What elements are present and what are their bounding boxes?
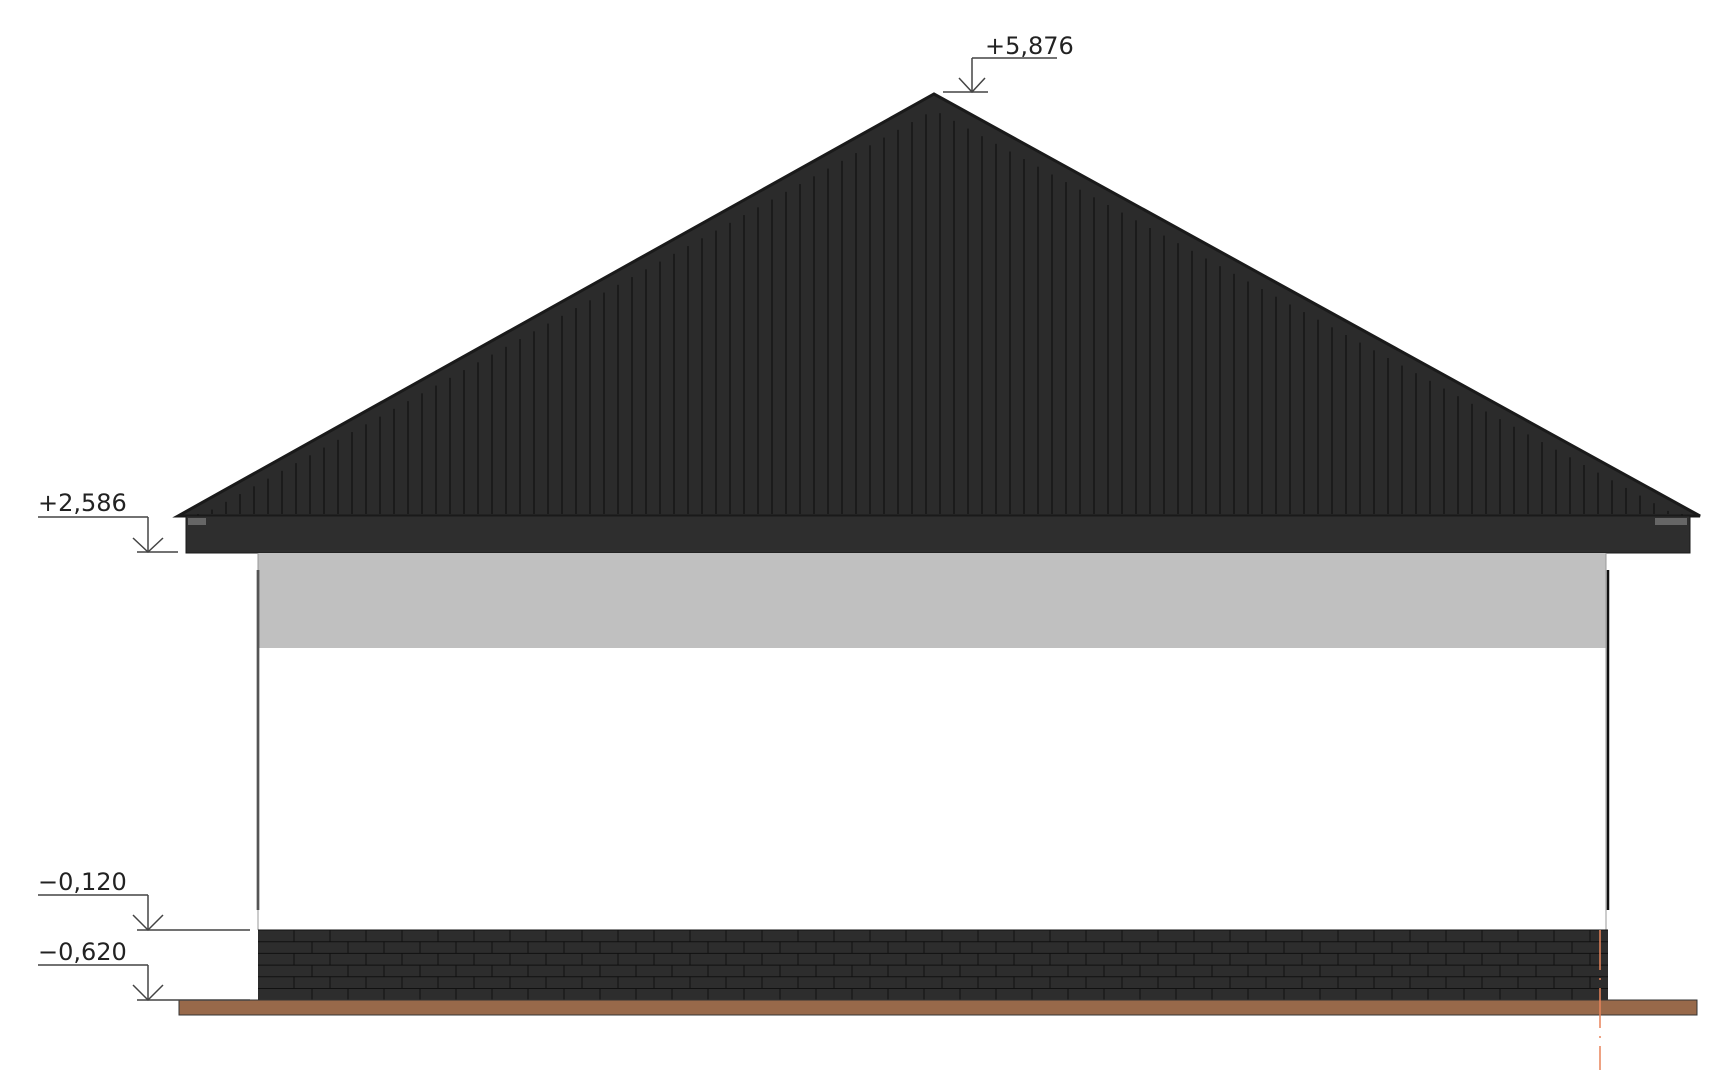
roof (172, 92, 1701, 554)
level-marker-ground (38, 964, 250, 1002)
roof-ribs (197, 113, 1683, 519)
gutter-right (1655, 518, 1687, 525)
brick-plinth (258, 929, 1608, 1001)
level-marker-ridge (943, 57, 1057, 94)
level-marker-floor (38, 894, 250, 932)
ground-strip (178, 999, 1698, 1016)
level-label-ridge: +5,876 (985, 32, 1074, 60)
level-marker-eave (38, 516, 178, 554)
level-label-ground: −0,620 (38, 938, 127, 966)
roof-fascia (185, 515, 1691, 554)
frieze-band (258, 553, 1606, 648)
level-label-floor: −0,120 (38, 868, 127, 896)
gutter-left (188, 518, 206, 525)
level-label-eave: +2,586 (38, 489, 127, 517)
